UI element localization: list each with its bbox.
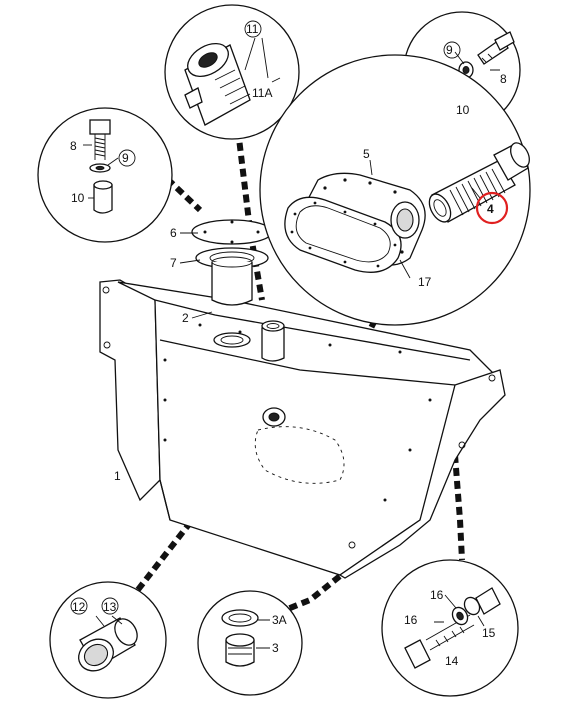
- label-13: 13: [103, 600, 117, 614]
- detail-circle-3: [197, 590, 303, 696]
- label-14: 14: [445, 654, 459, 668]
- detail-circle-12-13: [49, 581, 167, 699]
- filler-pipe: [261, 327, 285, 362]
- label-9-left: 9: [122, 151, 129, 165]
- label-7: 7: [170, 256, 177, 270]
- detail-circle-11: [164, 4, 300, 140]
- label-16-left: 16: [404, 613, 418, 627]
- spacer: [93, 184, 113, 214]
- leader-14-16-to-tank: [452, 454, 465, 561]
- leader-8-9-10-to-tank: [155, 167, 203, 213]
- leader-11-to-tank: [235, 129, 265, 301]
- label-17: 17: [418, 275, 432, 289]
- sealing-washer-13: [114, 618, 138, 646]
- tank-shell: [117, 281, 501, 576]
- label-4: 4: [487, 202, 494, 216]
- rivet-dots: [163, 323, 432, 502]
- label-8-left: 8: [70, 139, 77, 153]
- neck-2: [211, 262, 253, 306]
- label-5: 5: [363, 147, 370, 161]
- callout-labels: 1 2 3 3A 6 7 8 9 10 9 8 10 11 11A 5 17 1…: [70, 22, 507, 668]
- bolt-head: [89, 119, 111, 135]
- label-3: 3: [272, 641, 279, 655]
- side-access-outline: [254, 426, 345, 484]
- left-mounting-flange: [99, 279, 161, 502]
- label-10-right: 10: [456, 103, 470, 117]
- detail-circle-8-9-10: [37, 107, 173, 243]
- bolt-14: [404, 639, 431, 669]
- plug-3: [225, 640, 255, 667]
- highlighted-callout-4: 4: [471, 187, 509, 225]
- label-16-top: 16: [430, 588, 444, 602]
- label-9-right: 9: [446, 43, 453, 57]
- label-3a: 3A: [272, 613, 287, 627]
- label-6: 6: [170, 226, 177, 240]
- label-8-right: 8: [500, 72, 507, 86]
- highlight-ring: [475, 191, 509, 225]
- fuel-tank-body: [99, 279, 506, 579]
- detail-circle-5-17-4: [259, 54, 531, 326]
- label-2: 2: [182, 311, 189, 325]
- label-12: 12: [72, 600, 86, 614]
- label-11: 11: [246, 22, 259, 36]
- top-plate-stack: [191, 219, 273, 306]
- leader-3-to-tank: [283, 557, 362, 613]
- right-tapered-side: [338, 369, 506, 579]
- label-15: 15: [482, 626, 496, 640]
- label-1: 1: [114, 469, 121, 483]
- nut-15: [475, 587, 501, 615]
- label-11a: 11A: [252, 86, 272, 100]
- top-opening: [213, 332, 251, 348]
- detail-circle-14-15-16: [381, 559, 519, 697]
- gasket-17: [284, 196, 402, 273]
- callout-rings: [70, 20, 461, 615]
- label-10-left: 10: [71, 191, 85, 205]
- seal-3a: [221, 609, 259, 627]
